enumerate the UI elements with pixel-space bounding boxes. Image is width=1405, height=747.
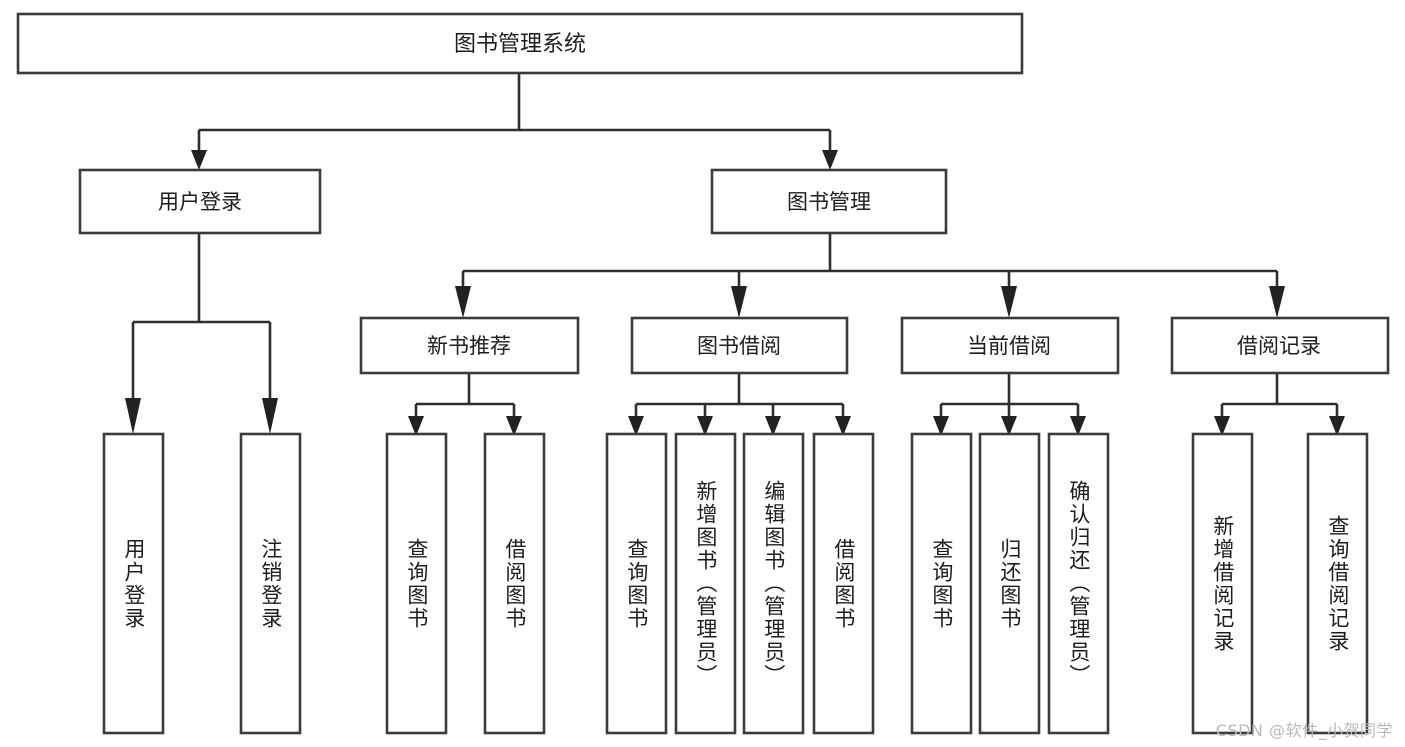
node-root-box[interactable]: [16, 12, 1024, 75]
node-root[interactable]: 图书管理系统: [16, 12, 1024, 75]
leaf-box-query-book-1[interactable]: [385, 432, 448, 735]
leaf-box-return-book[interactable]: [978, 432, 1041, 735]
leaf-box-borrow-book-2[interactable]: [812, 432, 875, 735]
node-current-borrow-label: 当前借阅: [967, 334, 1051, 358]
arrowhead-leaf-logout: [262, 398, 278, 434]
node-new-book-recommend-box[interactable]: [359, 316, 580, 375]
node-borrow-record[interactable]: 借阅记录: [1170, 316, 1390, 375]
node-book-borrow[interactable]: 图书借阅: [630, 316, 849, 375]
leaf-box-confirm-return[interactable]: [1047, 432, 1110, 735]
arrowhead-currentborrow-leaf-1: [933, 416, 949, 436]
node-borrow-record-box[interactable]: [1170, 316, 1390, 375]
node-book-manage-box[interactable]: [710, 168, 948, 235]
node-new-book-recommend-label: 新书推荐: [427, 334, 511, 358]
arrowhead-newbook-leaf-2: [506, 416, 522, 436]
node-borrow-record-label: 借阅记录: [1237, 334, 1321, 358]
arrowhead-bookborrow-leaf-4: [835, 416, 851, 436]
leaf-box-query-book-2[interactable]: [605, 432, 668, 735]
arrowhead-currentborrow-leaf-2: [1001, 416, 1017, 436]
node-user-login-label: 用户登录: [158, 190, 242, 214]
arrowhead-book-borrow: [731, 286, 747, 318]
leaf-box-user-login[interactable]: [102, 432, 165, 735]
connector-layer: [125, 73, 1345, 436]
node-current-borrow[interactable]: 当前借阅: [900, 316, 1120, 375]
arrowhead-new-book: [455, 286, 471, 318]
arrowhead-newbook-leaf-1: [408, 416, 424, 436]
leaf-box-add-record[interactable]: [1191, 432, 1254, 735]
arrowhead-borrowrecord-leaf-2: [1329, 416, 1345, 436]
arrowhead-current-borrow: [1001, 286, 1017, 318]
arrowhead-borrowrecord-leaf-1: [1214, 416, 1230, 436]
arrowhead-user-login: [191, 150, 207, 170]
arrowhead-bookborrow-leaf-2: [697, 416, 713, 436]
leaf-layer: [102, 432, 1369, 735]
node-new-book-recommend[interactable]: 新书推荐: [359, 316, 580, 375]
arrowhead-bookborrow-leaf-3: [765, 416, 781, 436]
arrowhead-currentborrow-leaf-3: [1070, 416, 1086, 436]
arrowhead-leaf-user-login: [125, 398, 141, 434]
node-book-manage[interactable]: 图书管理: [710, 168, 948, 235]
leaf-box-add-book[interactable]: [674, 432, 737, 735]
node-current-borrow-box[interactable]: [900, 316, 1120, 375]
node-book-borrow-label: 图书借阅: [697, 334, 781, 358]
node-user-login-box[interactable]: [78, 168, 322, 235]
leaf-box-query-record[interactable]: [1306, 432, 1369, 735]
arrowhead-bookborrow-leaf-1: [628, 416, 644, 436]
arrowhead-book-manage: [822, 150, 838, 170]
node-book-borrow-box[interactable]: [630, 316, 849, 375]
leaf-box-query-book-3[interactable]: [910, 432, 973, 735]
leaf-box-edit-book[interactable]: [742, 432, 805, 735]
leaf-box-borrow-book-1[interactable]: [483, 432, 546, 735]
csdn-watermark: CSDN @软件_小贺同学: [1215, 721, 1393, 740]
node-user-login[interactable]: 用户登录: [78, 168, 322, 235]
leaf-box-logout[interactable]: [239, 432, 302, 735]
node-book-manage-label: 图书管理: [787, 190, 871, 214]
arrowhead-borrow-record: [1269, 286, 1285, 318]
node-root-label: 图书管理系统: [454, 32, 586, 57]
